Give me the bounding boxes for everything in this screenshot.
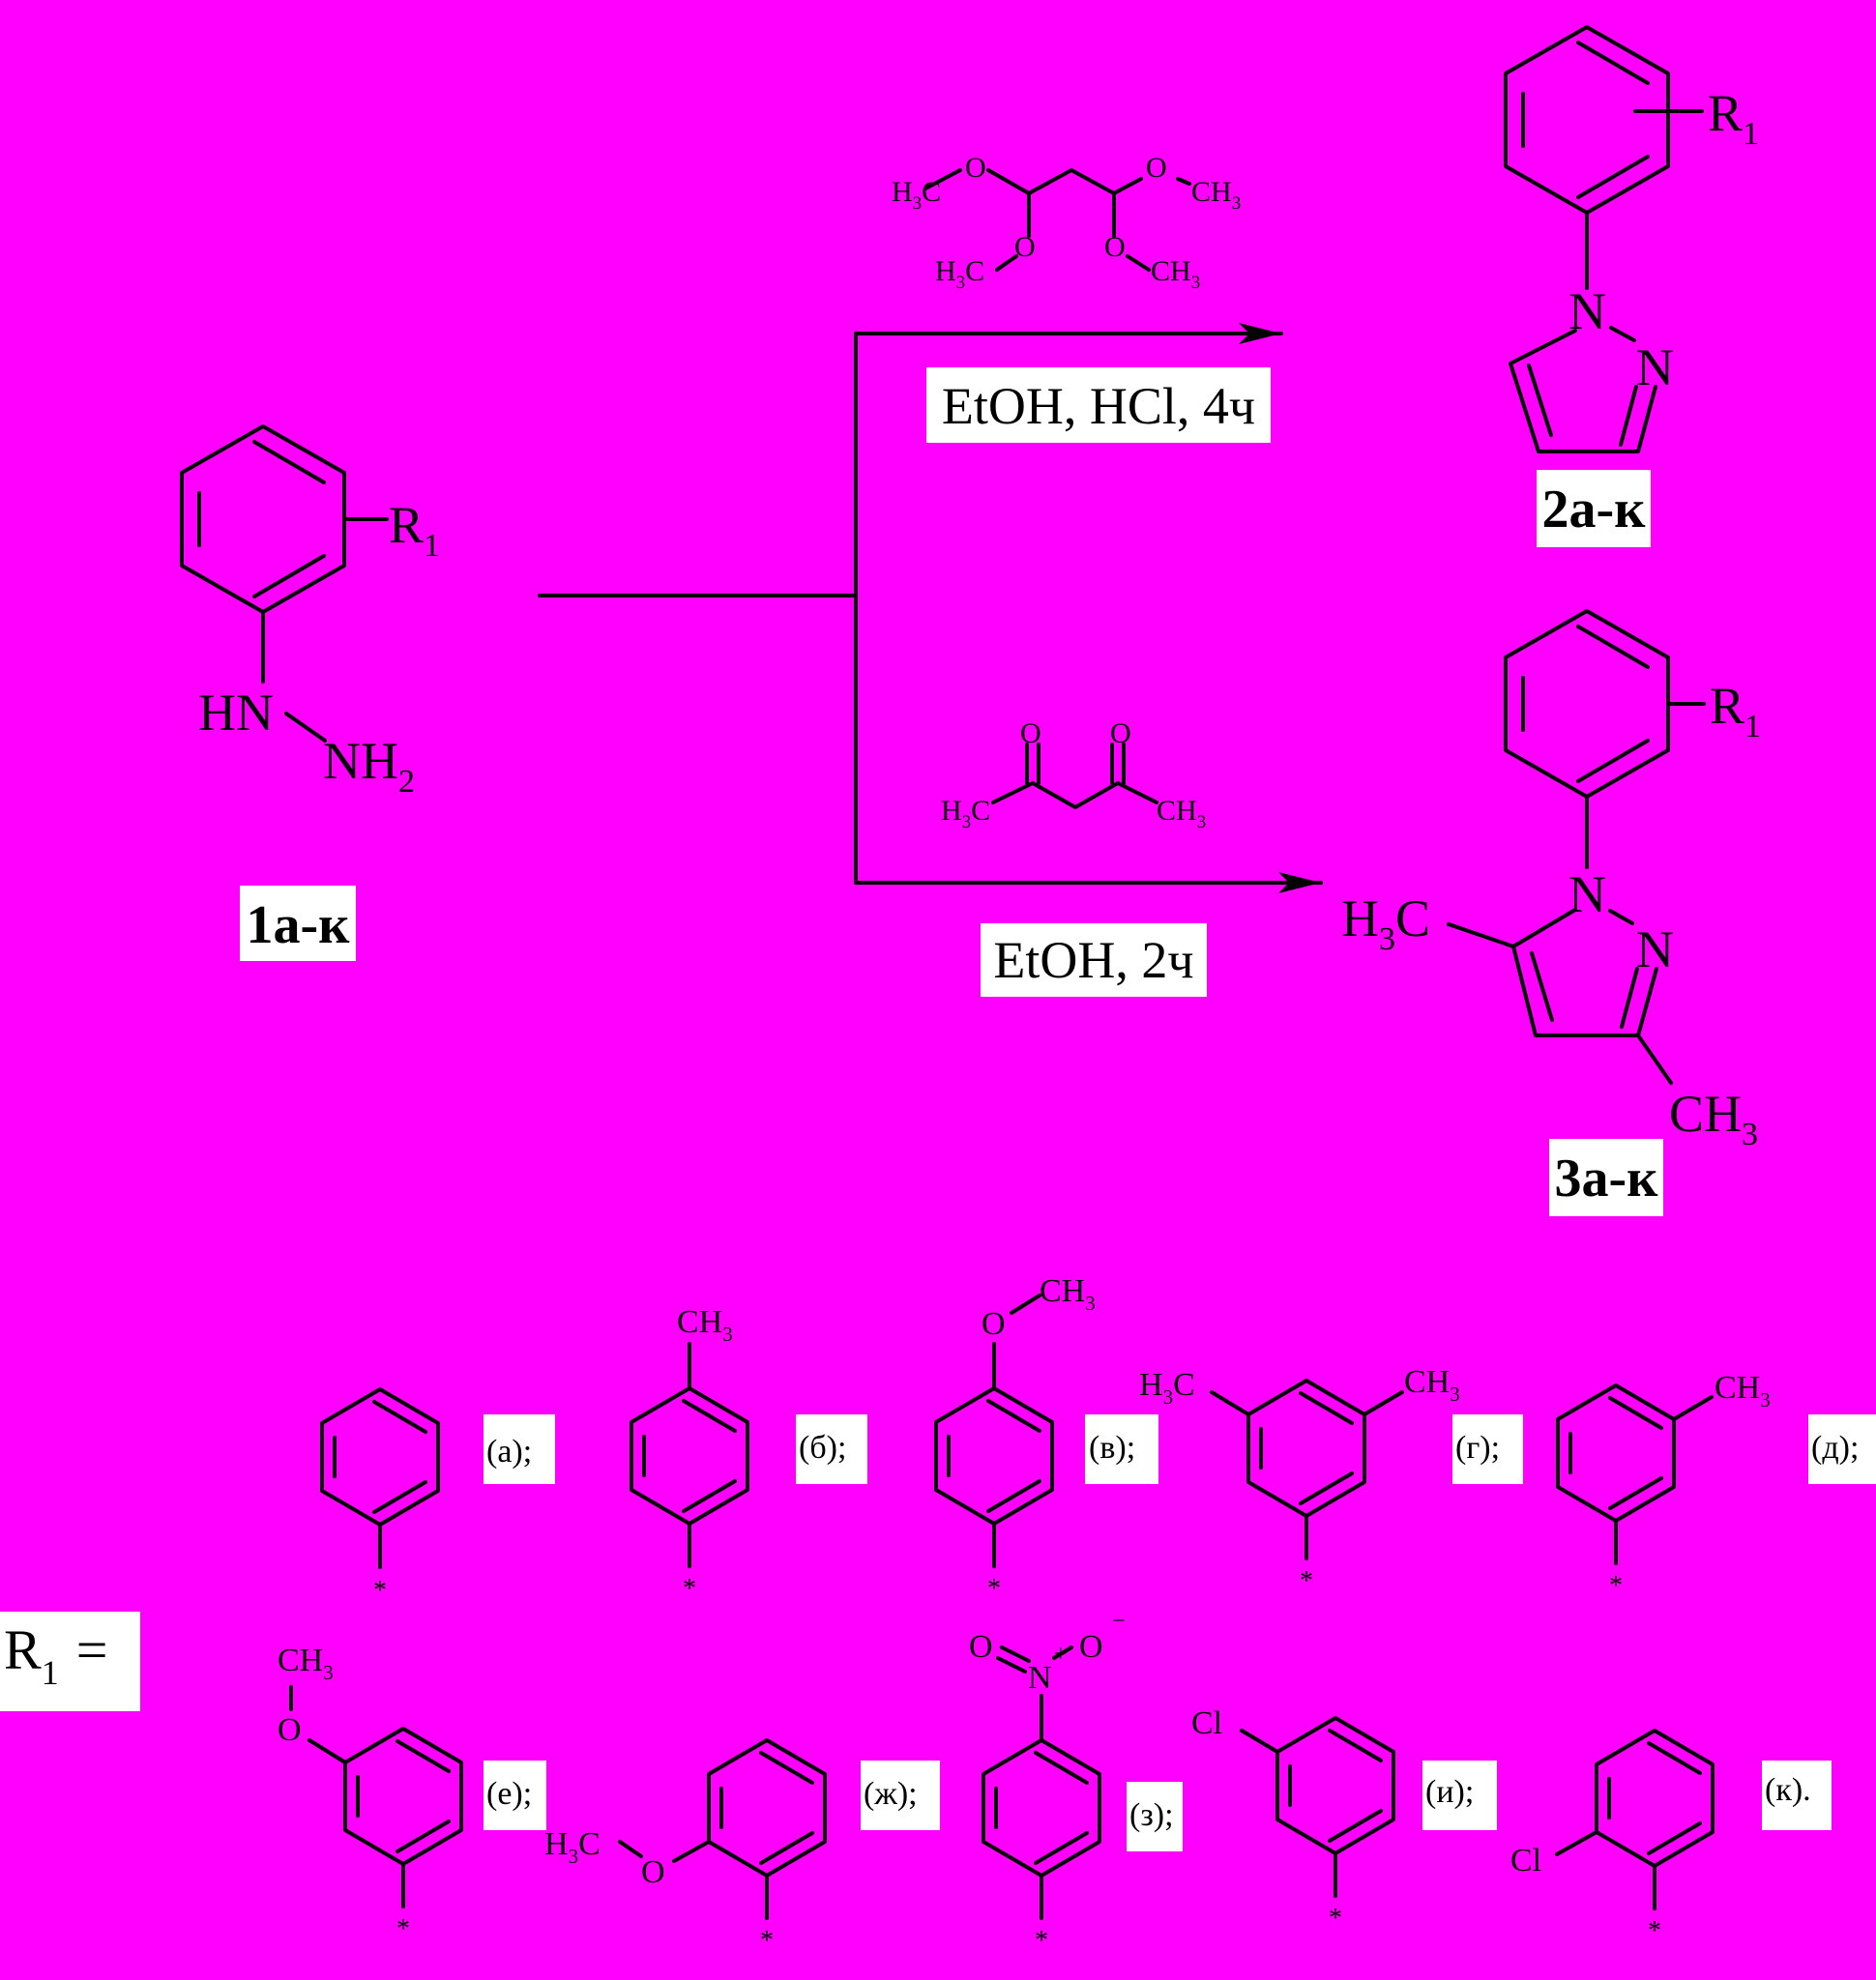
attach-star-g: *	[1300, 1566, 1313, 1596]
sub-z-o-right: O	[1079, 1629, 1103, 1665]
sub-g-ch3-right: CH3	[1404, 1364, 1460, 1406]
attach-star-b: *	[683, 1574, 696, 1604]
attach-star-zh: *	[760, 1926, 774, 1956]
attach-star-z: *	[1035, 1926, 1048, 1956]
label-boxes	[0, 367, 1876, 1851]
sub-v-ch3: CH3	[1040, 1273, 1096, 1315]
hn-label: HN	[198, 684, 274, 742]
substituent-label-a: (а);	[486, 1434, 532, 1470]
r1-equals: R1=	[4, 1618, 107, 1692]
condition-top: EtOH, HCl, 4ч	[942, 377, 1255, 435]
sub-z-n: N	[1028, 1660, 1052, 1696]
compound-label-1: 1а-к	[247, 895, 351, 955]
substituent-label-b: (б);	[799, 1430, 846, 1466]
sub-b-ch3: CH3	[677, 1304, 733, 1346]
attach-star-i: *	[1329, 1904, 1342, 1934]
product2-r1: R1	[1708, 84, 1759, 152]
reagent1-o-2: O	[1146, 152, 1167, 184]
product3-n1: N	[1568, 865, 1606, 923]
nh2-label: NH2	[323, 732, 415, 800]
sub-z-o-left: O	[969, 1629, 993, 1665]
attach-star-a: *	[373, 1576, 387, 1606]
sub-e-ch3: CH3	[278, 1643, 334, 1684]
reagent1-ch3-right-top: CH3	[1191, 176, 1241, 214]
reagent1-ch3-right-bottom: CH3	[1151, 255, 1200, 293]
text-layer: 1а-к 2а-к 3а-к EtOH, HCl, 4ч EtOH, 2ч R1…	[4, 84, 1859, 1956]
substituent-label-v: (в);	[1089, 1430, 1135, 1466]
sub-v-o: O	[982, 1306, 1006, 1342]
substituent-label-i: (и);	[1425, 1774, 1474, 1810]
product3-ch3-right: CH3	[1669, 1085, 1758, 1152]
product2-n1: N	[1568, 282, 1606, 340]
r1-label: R1	[389, 496, 440, 564]
substituent-label-z: (з);	[1129, 1797, 1174, 1833]
sub-zh-ch3: H3C	[544, 1826, 601, 1868]
product2-n2: N	[1636, 338, 1674, 396]
compound-label-2: 2а-к	[1542, 480, 1647, 539]
substituent-label-d: (д);	[1811, 1430, 1859, 1466]
sub-e-o: O	[278, 1712, 302, 1748]
attach-star-k: *	[1648, 1916, 1661, 1946]
substituent-label-k: (к).	[1765, 1772, 1811, 1808]
sub-i-cl: Cl	[1191, 1705, 1222, 1741]
reagent2-ch3-left: H3C	[941, 795, 990, 832]
sub-k-cl: Cl	[1510, 1843, 1541, 1878]
sub-zh-o: O	[641, 1854, 665, 1890]
reagent1-o-4: O	[1104, 231, 1126, 263]
reagent2-o-left: O	[1020, 717, 1041, 749]
product3-n2: N	[1636, 920, 1674, 978]
reagent1-o-1: O	[965, 152, 986, 184]
compound-label-3: 3а-к	[1555, 1149, 1659, 1208]
reagent1-ch3-left-top: H3C	[892, 176, 941, 214]
attach-star-e: *	[396, 1914, 410, 1944]
substituent-label-e: (е);	[486, 1776, 532, 1812]
product3-r1: R1	[1710, 677, 1761, 744]
sub-z-minus: −	[1112, 1609, 1126, 1634]
reagent2-ch3-right: CH3	[1157, 795, 1206, 832]
attach-star-d: *	[1609, 1571, 1623, 1601]
attach-star-v: *	[987, 1574, 1001, 1604]
sub-d-ch3: CH3	[1715, 1370, 1771, 1412]
substituent-label-g: (г);	[1455, 1430, 1500, 1466]
sub-z-plus: +	[1054, 1642, 1068, 1667]
reagent2-o-right: O	[1110, 717, 1131, 749]
reagent1-ch3-left-bottom: H3C	[935, 255, 984, 293]
reagent1-o-3: O	[1014, 231, 1036, 263]
condition-bottom: EtOH, 2ч	[993, 931, 1193, 989]
bond-lines	[180, 25, 1715, 1920]
sub-g-ch3-left: H3C	[1139, 1367, 1195, 1409]
substituent-label-zh: (ж);	[864, 1776, 918, 1812]
product3-ch3-left: H3C	[1341, 889, 1430, 957]
